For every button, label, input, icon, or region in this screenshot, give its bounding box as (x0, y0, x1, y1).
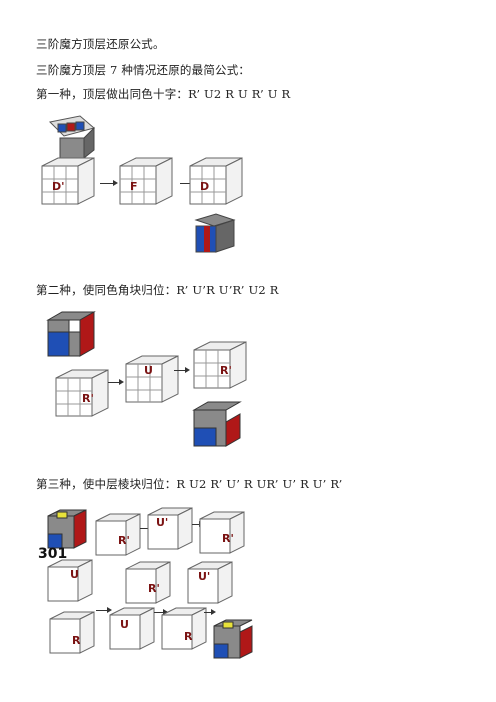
cube-4: R' (55, 369, 109, 417)
move-label: D' (52, 180, 65, 193)
arrow (174, 367, 190, 373)
cube-11: R' (125, 561, 171, 604)
cube-10: U (47, 559, 93, 602)
cube-13: R (49, 611, 95, 654)
cube-3: D (189, 157, 243, 205)
cube-9: R' (199, 511, 245, 554)
cube-2: F (119, 157, 173, 205)
cube-result-2 (192, 401, 242, 447)
intro-text: 三阶魔方顶层还原公式。 (36, 37, 165, 51)
cube-15: R (161, 607, 207, 650)
move-label: U (120, 618, 129, 631)
move-label: R' (118, 534, 130, 547)
section-3-label: 第三种，使中层棱块归位：R U2 R’ U’ R UR’ U’ R U’ R’ (36, 477, 343, 491)
move-label: U' (156, 516, 168, 529)
move-label: R (184, 630, 193, 643)
cube-1: D' (41, 157, 95, 205)
move-label: R' (82, 392, 94, 405)
arrow (108, 379, 124, 385)
move-label: U' (198, 570, 210, 583)
arrow (204, 609, 216, 615)
cube-result-1 (194, 213, 236, 253)
cube-colored-2 (46, 311, 96, 357)
cube-12: U' (187, 561, 233, 604)
case-number: 301 (38, 546, 68, 562)
arrow (154, 609, 168, 615)
section-2-label: 第二种，使同色角块归位：R’ U’R U’R’ U2 R (36, 283, 279, 297)
move-label: R' (220, 364, 232, 377)
move-label: U (144, 364, 153, 377)
arrow (96, 607, 112, 613)
move-label: R (72, 634, 81, 647)
subtitle-text: 三阶魔方顶层 7 种情况还原的最简公式： (36, 63, 251, 77)
cube-6: R' (193, 341, 247, 389)
move-label: R' (148, 582, 160, 595)
cube-7: R' (95, 513, 141, 556)
arrow (100, 180, 118, 186)
cube-8: U' (147, 507, 193, 550)
move-label: U (70, 568, 79, 581)
cube-result-3 (213, 619, 253, 659)
move-label: D (200, 180, 209, 193)
cube-14: U (109, 607, 155, 650)
move-label: R' (222, 532, 234, 545)
section-1-label: 第一种，顶层做出同色十字：R’ U2 R U R’ U R (36, 87, 291, 101)
cube-colored-3 (47, 509, 87, 549)
cube-5: U (125, 355, 179, 403)
move-label: F (130, 180, 138, 193)
